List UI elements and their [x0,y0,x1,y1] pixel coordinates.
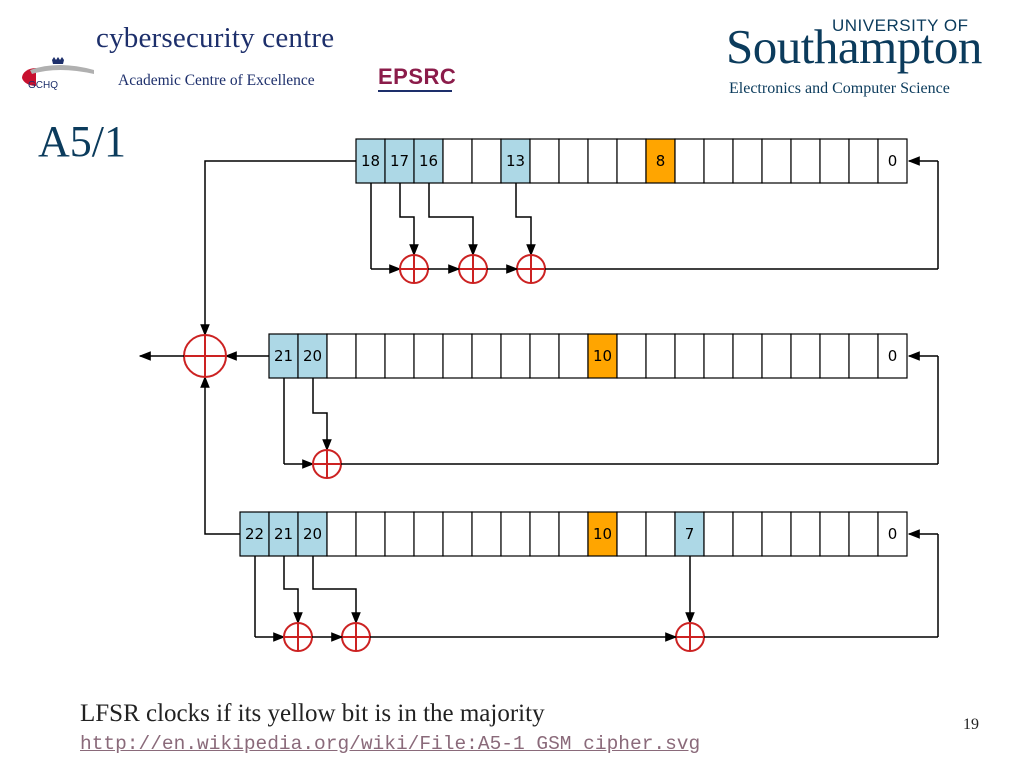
register-2-cell-4 [761,333,792,379]
register-1-bit-label-16: 16 [419,152,438,170]
register-2-bit-label-0: 0 [888,347,898,365]
crown-icon [52,57,64,64]
register-2-cell-0 [877,333,908,379]
register-3-cell-14 [471,511,502,557]
epsrc-logo: EPSRC [378,64,457,89]
register-3-bit-label-20: 20 [303,525,322,543]
register-3-bit-label-21: 21 [274,525,293,543]
slide-title: A5/1 [38,117,126,166]
register-2-cell-3 [790,333,821,379]
register-2-cell-10 [587,333,618,379]
register-2-cell-9 [616,333,647,379]
register-3-bit-label-10: 10 [593,525,612,543]
gchq-logo: GCHQ [22,57,94,91]
register-3-cell-0 [877,511,908,557]
register-3-cell-12 [529,511,560,557]
register-3-tap-20 [312,556,361,625]
register-1-cell-4 [761,138,792,184]
register-3-cell-8 [645,511,676,557]
university-of-label: UNIVERSITY OF [832,16,969,35]
cybersecurity-centre-title: cybersecurity centre [96,22,335,54]
register-3-cell-2 [819,511,850,557]
register-2-bit-label-20: 20 [303,347,322,365]
register-1-bit-label-18: 18 [361,152,380,170]
register-2-cell-19 [326,333,357,379]
source-link[interactable]: http://en.wikipedia.org/wiki/File:A5-1_G… [80,733,701,755]
register-1-tap-13 [515,183,536,257]
register-2-cell-2 [819,333,850,379]
register-2-cell-14 [471,333,502,379]
register-3-cell-13 [500,511,531,557]
register-2-cell-12 [529,333,560,379]
register-1-bit-label-13: 13 [506,152,525,170]
register-2-cell-7 [674,333,705,379]
register-1-cell-1 [848,138,879,184]
southampton-logo: Southampton [726,19,982,74]
register-3-cell-7 [674,511,705,557]
register-3-cell-17 [384,511,415,557]
register-2-cell-8 [645,333,676,379]
register-1-cell-12 [529,138,560,184]
page-number: 19 [963,716,979,733]
register-1-bit-label-0: 0 [888,152,898,170]
register-3-bit-label-0: 0 [888,525,898,543]
register-1-cell-0 [877,138,908,184]
register-1-cell-9 [616,138,647,184]
register-2-cell-20 [297,333,328,379]
register-1-output-line [200,160,356,337]
register-3-cell-3 [790,511,821,557]
department-label: Electronics and Computer Science [729,80,950,97]
register-1-cell-14 [471,138,502,184]
register-3-cell-6 [703,511,734,557]
register-2-cell-11 [558,333,589,379]
register-1-cell-15 [442,138,473,184]
register-2-cell-6 [703,333,734,379]
register-1-cell-6 [703,138,734,184]
register-3-cell-18 [355,511,386,557]
register-3-bit-label-22: 22 [245,525,264,543]
register-1-tap-16 [428,183,478,257]
register-3-cell-19 [326,511,357,557]
register-2-cell-18 [355,333,386,379]
register-3-bit-label-7: 7 [685,525,695,543]
register-2-cell-16 [413,333,444,379]
register-3-cell-20 [297,511,328,557]
register-1-cell-10 [587,138,618,184]
register-2-cell-15 [442,333,473,379]
register-2-tap-20 [312,378,332,452]
register-2-cell-13 [500,333,531,379]
register-3-cell-16 [413,511,444,557]
register-1-bit-label-8: 8 [656,152,666,170]
register-3-cell-15 [442,511,473,557]
register-1-cell-3 [790,138,821,184]
register-2-cell-17 [384,333,415,379]
slide-caption: LFSR clocks if its yellow bit is in the … [80,700,545,727]
register-3-cell-1 [848,511,879,557]
register-2-bit-label-10: 10 [593,347,612,365]
register-2-cell-5 [732,333,763,379]
register-1-bit-label-17: 17 [390,152,409,170]
register-2-cell-1 [848,333,879,379]
academic-centre-label: Academic Centre of Excellence [118,72,315,89]
register-3-output-line [200,375,240,535]
register-2-bit-label-21: 21 [274,347,293,365]
register-1-cell-7 [674,138,705,184]
epsrc-underline [378,90,452,92]
register-3-tap-21 [283,556,303,625]
gchq-arc-icon [30,65,94,74]
register-3-cell-10 [587,511,618,557]
register-3-cell-4 [761,511,792,557]
register-1-cell-13 [500,138,531,184]
register-1-cell-5 [732,138,763,184]
register-3-cell-5 [732,511,763,557]
register-3-cell-11 [558,511,589,557]
gchq-label: GCHQ [28,80,58,91]
register-1-cell-2 [819,138,850,184]
register-3-cell-9 [616,511,647,557]
register-1-tap-17 [399,183,419,257]
diagram-layer: 18 17 16 13 8 0 21 20 10 0 22 21 20 10 7 0 [138,138,939,652]
register-1-cell-11 [558,138,589,184]
